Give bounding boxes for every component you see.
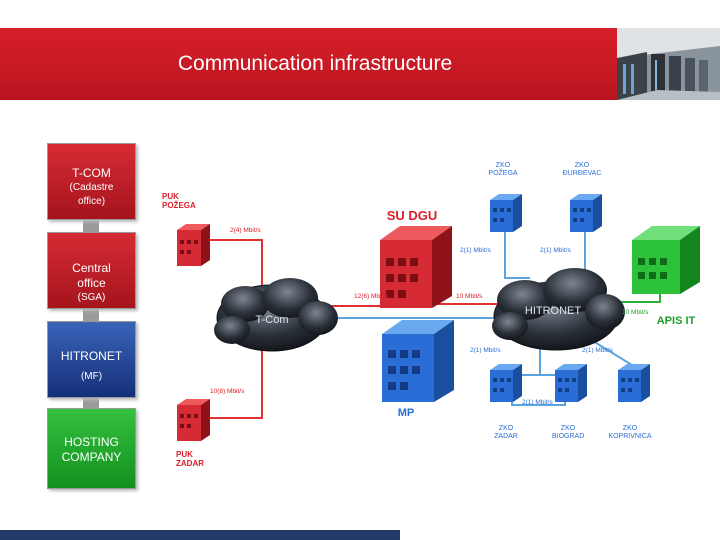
zko-djurdjevac-node	[570, 194, 602, 232]
flow-box-tcom-name: T-COM	[72, 166, 111, 180]
mp-node	[382, 320, 454, 402]
puk-zadar-node	[177, 399, 210, 441]
link-apis-it	[612, 292, 661, 303]
flow-box-tcom-sub: (Cadastre office)	[69, 182, 114, 207]
puk-pozega-node	[177, 224, 210, 266]
zko-koprivnica-label: ZKO KOPRIVNICA	[608, 425, 652, 440]
zko-djurdjevac-label: ZKO ĐURĐEVAC	[562, 162, 602, 177]
zko-biograd-label: ZKO BIOGRAD	[552, 425, 585, 440]
slide-title: Communication infrastructure	[177, 52, 453, 75]
apis-it-label: APIS IT	[657, 315, 696, 327]
tcom-cloud-label: T-Com	[256, 314, 289, 326]
server-room-photo	[617, 28, 720, 100]
puk-zadar-label: PUK ZADAR	[176, 450, 204, 468]
link-label-apis-it: 10 Mbit/s	[622, 309, 649, 316]
su-dgu-label: SU DGU	[387, 208, 438, 223]
zko-pozega-node	[490, 194, 522, 232]
zko-zadar-label: ZKO ZADAR	[494, 425, 518, 440]
link-puk-zadar	[205, 340, 263, 419]
su-dgu-node	[380, 226, 452, 308]
link-label-zko-biograd: 2(1) Mbit/s	[522, 399, 553, 406]
title-banner	[0, 28, 720, 100]
link-label-puk-zadar: 10(8) Mbit/s	[210, 388, 245, 395]
link-label-puk-pozega: 2(4) Mbit/s	[230, 227, 261, 234]
link-puk-pozega	[205, 239, 263, 288]
zko-pozega-label: ZKO POŽEGA	[488, 162, 518, 177]
flow-box-hosting-company-name: HOSTING COMPANY	[61, 435, 122, 464]
zko-biograd-node	[555, 364, 587, 402]
link-zko-pozega	[504, 230, 530, 279]
link-label-sudgu-hitronet: 10 Mbit/s	[456, 293, 483, 300]
flow-box-hosting-company: HOSTING COMPANY	[47, 408, 136, 489]
link-label-zko-djurdjevac: 2(1) Mbit/s	[540, 247, 571, 254]
flow-box-central-office-name: Central office	[72, 261, 111, 290]
zko-koprivnica-node	[618, 364, 650, 402]
tcom-cloud: T-Com	[214, 278, 338, 352]
flow-box-hitronet-sub: (MF)	[80, 371, 103, 382]
zko-zadar-node	[490, 364, 522, 402]
apis-it-node	[632, 226, 700, 294]
puk-pozega-label: PUK POŽEGA	[162, 192, 196, 210]
flow-box-hitronet-name: HITRONET	[60, 349, 123, 363]
hitronet-cloud: HITRONET	[492, 268, 625, 351]
link-label-zko-pozega: 2(1) Mbit/s	[460, 247, 491, 254]
bottom-bar	[0, 530, 400, 540]
flow-box-central-office-sub: (SGA)	[77, 292, 106, 303]
flow-box-tcom: T-COM (Cadastre office)	[47, 143, 136, 220]
mp-label: MP	[398, 407, 415, 419]
flow-box-hitronet: HITRONET (MF)	[47, 321, 136, 398]
flow-box-central-office: Central office (SGA)	[47, 232, 136, 309]
link-label-sudgu-tcom: 12(6) Mbit/s	[354, 293, 389, 300]
link-label-zko-zadar: 2(1) Mbit/s	[470, 347, 501, 354]
hitronet-cloud-label: HITRONET	[525, 305, 582, 317]
link-label-zko-koprivnica: 2(1) Mbit/s	[582, 347, 613, 354]
